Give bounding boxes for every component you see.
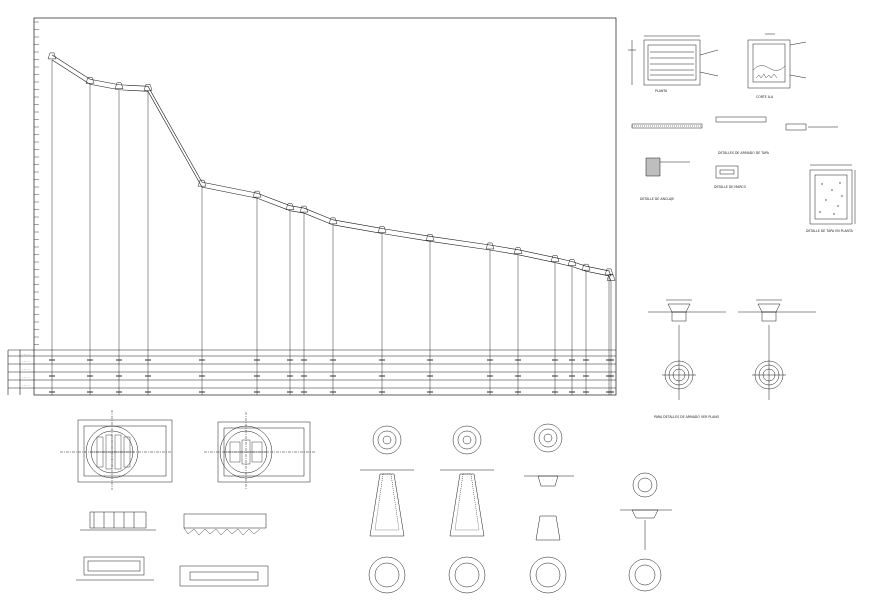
cover-plan-1 — [60, 410, 173, 490]
svg-text:- - - -: - - - - — [22, 367, 30, 371]
sewer-profile: - - - - - - - - - - - - - - - - - - - - — [7, 17, 617, 396]
profile-line-upper — [51, 54, 612, 277]
manhole-mark-1 — [85, 77, 95, 84]
manhole-mark-0 — [47, 52, 57, 60]
profile-y-axis — [34, 21, 39, 345]
profile-data-table: - - - - - - - - - - - - - - - - - - - - — [7, 349, 616, 395]
manhole-mark-9 — [377, 226, 387, 233]
manhole-mark-14 — [567, 259, 577, 266]
manhole-mark-2 — [114, 82, 124, 90]
cone-section-2 — [440, 425, 494, 594]
profile-line-lower — [51, 59, 612, 282]
note-main: PARA DETALLES DE ARMADO VER PLANO — [654, 415, 720, 419]
manhole-mark-10 — [425, 234, 435, 241]
manhole-mark-7 — [299, 205, 309, 213]
manhole-mark-5 — [252, 190, 262, 198]
manhole-mark-6 — [285, 203, 295, 210]
manhole-mark-8 — [328, 217, 338, 225]
manhole-mark-3 — [143, 84, 153, 91]
cover-sections — [76, 511, 269, 587]
detail-plan-top: PLANTA — [628, 35, 719, 93]
detail-lid-plan: DETALLE DE TAPA EN PLANTA — [806, 164, 856, 233]
manhole-mark-4 — [197, 179, 207, 187]
manhole-mark-17 — [606, 274, 616, 281]
label-detalle-anclaje: DETALLE DE ANCLAJE — [640, 197, 674, 201]
transition-detail-1: PARA DETALLES DE ARMADO VER PLANO — [648, 299, 726, 419]
cone-section-3 — [524, 423, 574, 594]
label-planta: PLANTA — [655, 89, 668, 93]
manhole-mark-13 — [550, 255, 560, 262]
profile-manholes — [47, 52, 616, 395]
detail-lid-rebar: DETALLES DE ARMADO DE TAPA DETALLE DE AN… — [631, 116, 838, 201]
manhole-mark-11 — [485, 242, 495, 250]
cover-plan-2 — [204, 412, 316, 490]
label-detalle-marco: DETALLE DE MARCO — [714, 185, 747, 189]
transition-detail-2 — [738, 299, 816, 400]
svg-text:- - - -: - - - - — [22, 352, 30, 356]
svg-text:- - - -: - - - - — [22, 375, 30, 379]
cone-section-4 — [620, 472, 672, 592]
manhole-mark-15 — [581, 263, 591, 271]
manhole-mark-16 — [604, 268, 614, 276]
label-corte-aa: CORTE A-A — [756, 95, 774, 99]
svg-text:- - - -: - - - - — [22, 359, 30, 363]
detail-section-aa: CORTE A-A — [747, 33, 807, 99]
label-detalle-tapa-planta: DETALLE DE TAPA EN PLANTA — [806, 229, 854, 233]
cone-section-1 — [360, 425, 414, 594]
label-detalles-armado-tapa: DETALLES DE ARMADO DE TAPA — [718, 151, 770, 155]
manhole-mark-12 — [513, 247, 523, 254]
svg-text:- - - -: - - - - — [22, 383, 30, 387]
